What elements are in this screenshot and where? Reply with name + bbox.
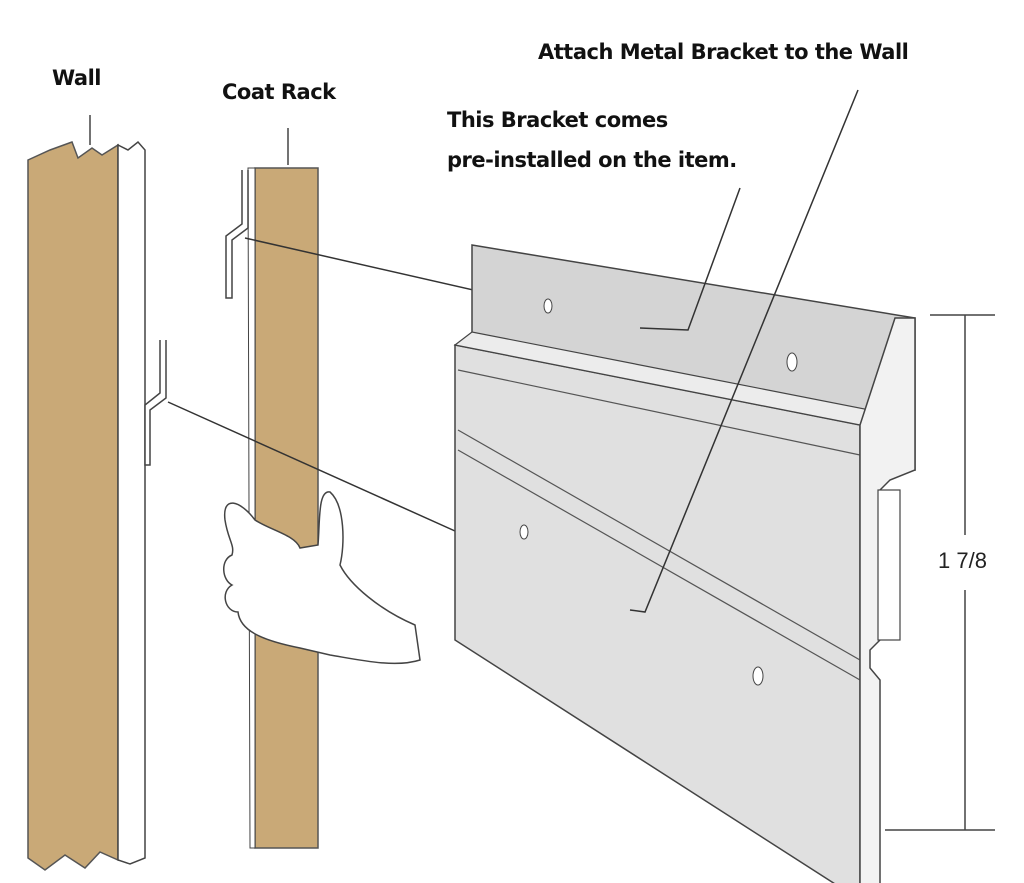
screw-hole <box>519 524 529 540</box>
wall-board <box>27 141 119 871</box>
bracket-groove-line <box>457 449 861 681</box>
coat-rack-label: Coat Rack <box>222 80 336 104</box>
preinstalled-callout-line <box>639 187 741 331</box>
hand <box>223 491 421 665</box>
attach-callout-line <box>629 89 859 613</box>
screw-hole <box>752 666 764 686</box>
rack-bracket <box>225 170 249 299</box>
wall-surface <box>117 140 146 865</box>
bracket-groove-line <box>457 429 861 661</box>
coat-rack-edge <box>247 167 256 849</box>
preinstalled-label-line1: This Bracket comes <box>447 108 668 132</box>
bracket-front <box>454 344 861 883</box>
coat-rack-post <box>254 167 319 849</box>
screw-hole <box>786 352 798 372</box>
wall-bracket <box>144 340 167 466</box>
attach-label: Attach Metal Bracket to the Wall <box>538 40 909 64</box>
dimension-label: 1 7/8 <box>938 548 987 573</box>
bracket-groove-line <box>457 369 861 456</box>
bracket-profile-slot <box>877 489 901 641</box>
wall-label: Wall <box>52 66 101 90</box>
wall-bracket-leader <box>167 401 476 541</box>
preinstalled-label-line2: pre-installed on the item. <box>447 148 737 172</box>
screw-hole <box>543 298 553 314</box>
